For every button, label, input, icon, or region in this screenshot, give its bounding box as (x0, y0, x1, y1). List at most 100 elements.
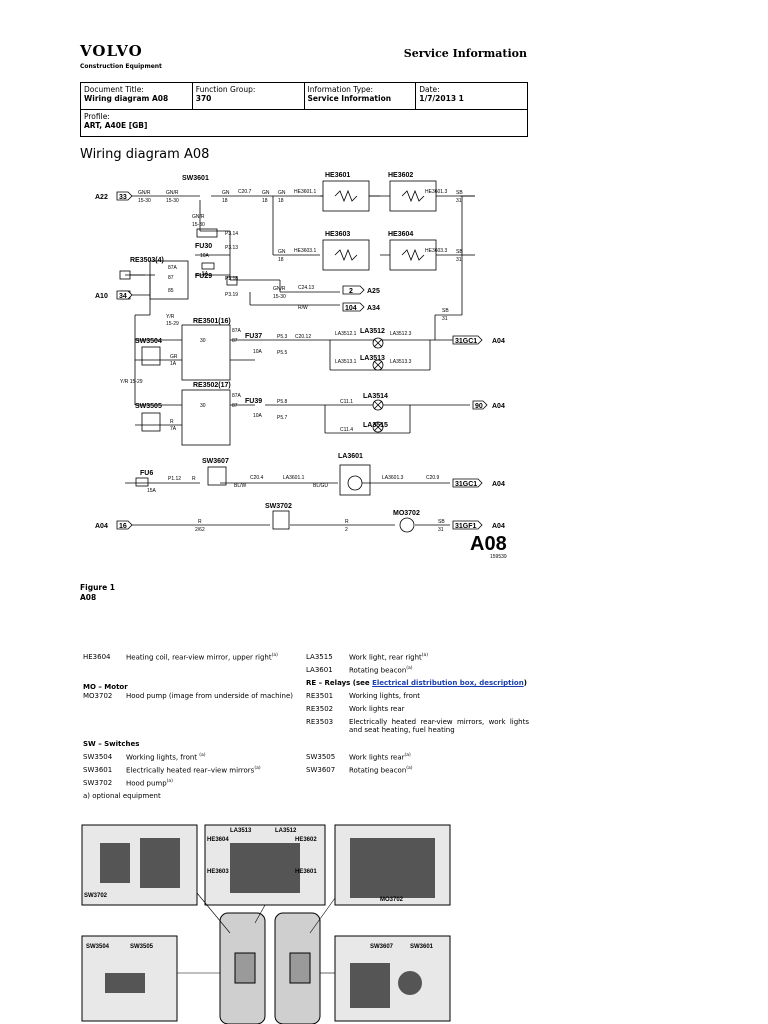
comp-desc: Heating coil, rear-view mirror, upper ri… (126, 653, 278, 662)
wire-gn-4: GN (278, 249, 286, 255)
doc-title-value: Wiring diagram A08 (84, 94, 169, 103)
wire-18-1: 18 (222, 198, 228, 204)
comp-code: SW3601 (83, 766, 113, 774)
net-c24-13: C24.13 (298, 285, 314, 291)
comp-desc: Rotating beacon(a) (349, 666, 413, 675)
conn-a25-pin: 2 (349, 288, 353, 295)
comp-code: SW3607 (306, 766, 336, 774)
conn-a34: A34 (367, 305, 380, 312)
rating-fu37: 10A (253, 349, 263, 355)
label-la3514: LA3514 (363, 393, 388, 400)
list-item: SW – Switches (80, 740, 530, 753)
net-la3513-1: LA3513.1 (335, 359, 357, 365)
comp-desc: Work lights rear(a) (349, 753, 411, 762)
photo-label-he3602: HE3602 (295, 837, 317, 843)
wire-1529-1: 15-29 (166, 321, 179, 327)
label-fu37: FU37 (245, 333, 262, 340)
comp-desc: Work lights rear (349, 705, 405, 713)
net-p3-14: P3.14 (225, 231, 238, 237)
label-mo3702: MO3702 (393, 510, 420, 517)
wire-31-2: 31 (456, 257, 462, 263)
list-item: MO – Motor LA3601 Rotating beacon(a) (80, 666, 530, 691)
net-yr-1529: Y/R 15-29 (120, 379, 143, 385)
wire-262: 2/62 (195, 527, 205, 533)
comp-desc: Hood pump(a) (126, 779, 173, 788)
footnote: a) optional equipment (83, 792, 161, 800)
label-fu39: FU39 (245, 398, 262, 405)
label-la3513: LA3513 (360, 355, 385, 362)
wire-r-3: R (345, 519, 349, 525)
mo-heading: MO – Motor (83, 683, 128, 691)
net-p5-3: P5.3 (277, 334, 288, 340)
comp-desc: Electrically heated rear–view mirrors(a) (126, 766, 261, 775)
net-c20-12: C20.12 (295, 334, 311, 340)
conn-a22: A22 (95, 194, 108, 201)
wire-1530-4: 15-30 (273, 294, 286, 300)
photo-label-sw3601: SW3601 (410, 944, 434, 950)
label-sw3607: SW3607 (202, 458, 229, 465)
net-p5-7: P5.7 (277, 415, 288, 421)
rating-fu29: 5A (202, 271, 209, 277)
figure-caption-title: Figure 1 (80, 583, 116, 592)
wire-7a: 7A (170, 426, 177, 432)
comp-desc: Working lights, front (349, 692, 421, 700)
conn-31gc1-a: 31GC1 (455, 338, 477, 345)
net-la3512-3: LA3512.3 (390, 331, 412, 337)
wire-31-1: 31 (456, 198, 462, 204)
label-sw3504: SW3504 (135, 338, 162, 345)
label-re3502: RE3502(17) (193, 382, 231, 389)
wire-gr: GR (170, 354, 178, 360)
conn-90: 90 (475, 403, 483, 410)
label-sw3702: SW3702 (265, 503, 292, 510)
net-p3-13: P3.13 (225, 245, 238, 251)
wire-1a: 1A (170, 361, 177, 367)
net-la3601-1: LA3601.1 (283, 475, 305, 481)
photo-label-sw3702: SW3702 (84, 893, 108, 899)
profile-label: Profile: (84, 112, 110, 121)
net-p5-8: P5.8 (277, 399, 288, 405)
net-la3512-1: LA3512.1 (335, 331, 357, 337)
conn-a04-d: A04 (95, 523, 108, 530)
label-fu30: FU30 (195, 243, 212, 250)
net-he3601-1: HE3601.1 (294, 189, 316, 195)
conn-a04-b: A04 (492, 403, 505, 410)
relay-pin-87-3: 87 (232, 403, 238, 409)
component-location-photos: SW3702 LA3513 LA3512 HE3604 HE3602 HE360… (81, 824, 451, 1024)
photo-label-he3604: HE3604 (207, 837, 229, 843)
photo-label-he3603: HE3603 (207, 869, 229, 875)
volvo-logo: VOLVO (80, 42, 143, 60)
figure-caption-sub: A08 (80, 593, 97, 602)
wire-sb-1: SB (456, 190, 463, 196)
net-p5-5: P5.5 (277, 350, 288, 356)
logo-subtitle: Construction Equipment (80, 63, 162, 70)
relay-pin-30-3: 30 (200, 403, 206, 409)
wire-gn-2: GN (262, 190, 270, 196)
net-p3-19: P3.19 (225, 292, 238, 298)
list-item: a) optional equipment (80, 792, 530, 805)
comp-code: LA3515 (306, 653, 333, 661)
list-item: HE3604 Heating coil, rear-view mirror, u… (80, 653, 530, 666)
label-he3602: HE3602 (388, 172, 413, 179)
big-label-a08: A08 (470, 533, 507, 555)
wire-r-1: R (170, 419, 174, 425)
comp-code: LA3601 (306, 666, 333, 674)
label-fu6: FU6 (140, 470, 153, 477)
photo-label-he3601: HE3601 (295, 869, 317, 875)
comp-desc: Work light, rear right(a) (349, 653, 429, 662)
wire-1530-1: 15-30 (138, 198, 151, 204)
conn-a04-e: A04 (492, 523, 505, 530)
wire-blgu: BL/GU (313, 483, 328, 489)
wire-gnr-1: GN/R (138, 190, 151, 196)
wiring-diagram: SW3601 HE3601 HE3602 HE3603 HE3604 FU30 … (95, 172, 507, 560)
wire-31-3: 31 (442, 316, 448, 322)
photo-label-la3513: LA3513 (230, 828, 252, 834)
rating-fu39: 10A (253, 413, 263, 419)
profile-value: ART, A40E [GB] (84, 121, 148, 130)
conn-a22-pin: 33 (119, 194, 127, 201)
wire-gn-1: GN (222, 190, 230, 196)
conn-a25: A25 (367, 288, 380, 295)
big-label-sub: 159539 (490, 554, 507, 560)
wire-sb-2: SB (456, 249, 463, 255)
re-link[interactable]: Electrical distribution box, description (372, 679, 524, 687)
wire-sb-4: SB (438, 519, 445, 525)
